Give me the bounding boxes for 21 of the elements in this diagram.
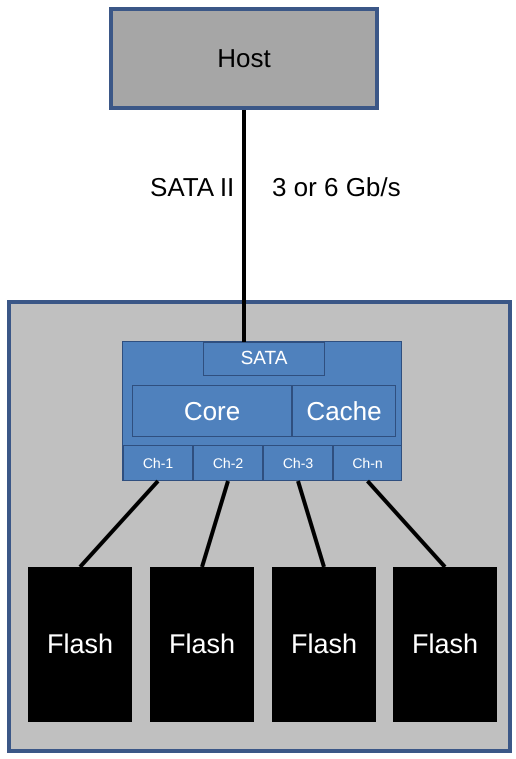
core-block: Core — [132, 385, 292, 437]
link-label: 3 or 6 Gb/s — [272, 172, 401, 203]
channel-block: Ch-n — [333, 445, 402, 481]
flash-chip: Flash — [272, 567, 376, 722]
flash-chip: Flash — [393, 567, 497, 722]
channel-block: Ch-2 — [193, 445, 263, 481]
device-box — [7, 300, 512, 753]
connector-line — [242, 110, 246, 342]
controller-box — [122, 341, 402, 481]
flash-chip: Flash — [28, 567, 132, 722]
channel-block: Ch-1 — [123, 445, 193, 481]
host-box: Host — [109, 7, 379, 110]
flash-chip: Flash — [150, 567, 254, 722]
link-label: SATA II — [150, 172, 234, 203]
channel-block: Ch-3 — [263, 445, 333, 481]
connector-line — [366, 480, 446, 568]
connector-line — [78, 480, 160, 568]
cache-block: Cache — [292, 385, 396, 437]
connector-line — [296, 480, 326, 568]
connector-line — [200, 480, 230, 568]
interface-block: SATA — [203, 342, 325, 376]
